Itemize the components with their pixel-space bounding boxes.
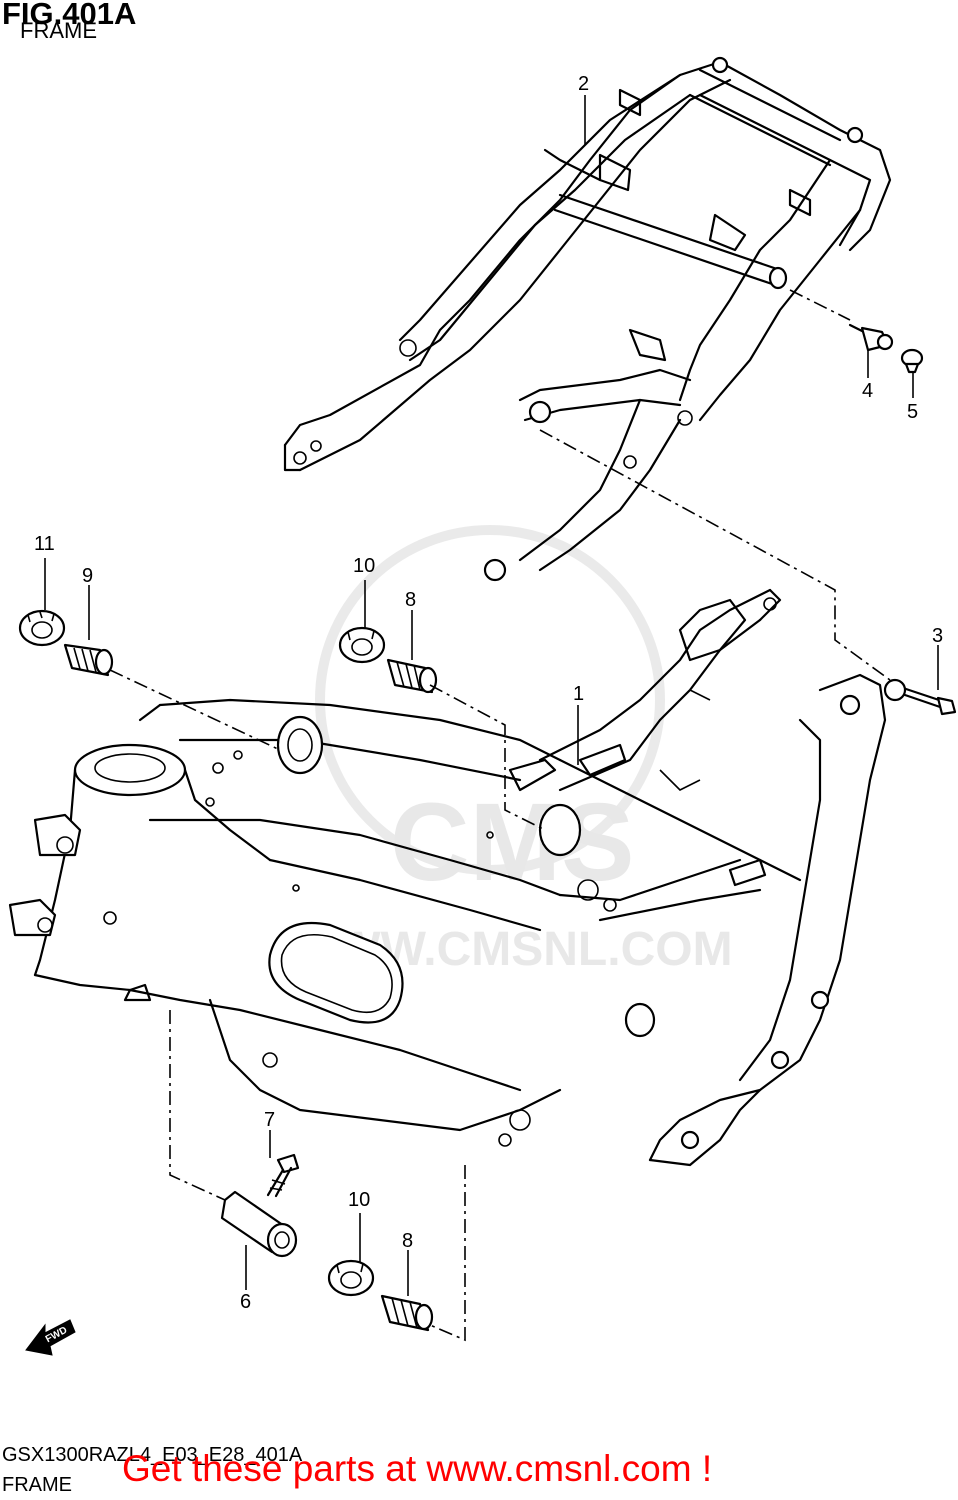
- part-label-6: 6: [240, 1291, 251, 1313]
- bolt-part-4: [848, 323, 894, 352]
- bolt-part-7: [266, 1153, 300, 1198]
- adjuster-part-9: [63, 643, 114, 677]
- part-label-2: 2: [578, 73, 589, 95]
- seat-rail-part-2: [283, 56, 892, 582]
- adjuster-part-8-top: [386, 658, 438, 694]
- adjuster-part-8-bottom: [380, 1294, 434, 1332]
- collar-part-6: [220, 1190, 298, 1258]
- part-label-8-bottom: 8: [402, 1230, 413, 1252]
- watermark: CMS WWW.CMSNL.COM: [290, 525, 733, 976]
- part-label-1: 1: [573, 683, 584, 705]
- main-frame-part-1: [8, 588, 887, 1167]
- leader-lines: [44, 95, 939, 1342]
- part-label-7: 7: [264, 1109, 275, 1131]
- part-label-3: 3: [932, 625, 943, 647]
- nut-part-10-top: [338, 626, 386, 664]
- part-label-8-top: 8: [405, 589, 416, 611]
- part-labels: 2 4 5 3 1 11 9 10 8 7 6 10 8: [34, 73, 943, 1313]
- bolt-part-3: [883, 678, 957, 716]
- watermark-brand: CMS: [390, 781, 634, 904]
- parts-link[interactable]: Get these parts at www.cmsnl.com !: [122, 1448, 713, 1489]
- nut-part-10-bottom: [327, 1259, 375, 1297]
- figure-title: FIG.401A: [2, 0, 137, 31]
- part-label-9: 9: [82, 565, 93, 587]
- nut-part-11: [18, 609, 66, 647]
- section-name: FRAME: [2, 1474, 72, 1496]
- model-code: GSX1300RAZL4_E03_E28_401A: [2, 1444, 303, 1466]
- part-label-4: 4: [862, 380, 873, 402]
- part-label-10-top: 10: [353, 555, 375, 577]
- part-label-11: 11: [34, 533, 55, 555]
- fwd-arrow-icon: FWD: [25, 1319, 76, 1356]
- part-label-5: 5: [907, 401, 918, 423]
- cap-part-5: [900, 348, 924, 374]
- part-label-10-bottom: 10: [348, 1189, 370, 1211]
- figure-subtitle: FRAME: [20, 18, 97, 43]
